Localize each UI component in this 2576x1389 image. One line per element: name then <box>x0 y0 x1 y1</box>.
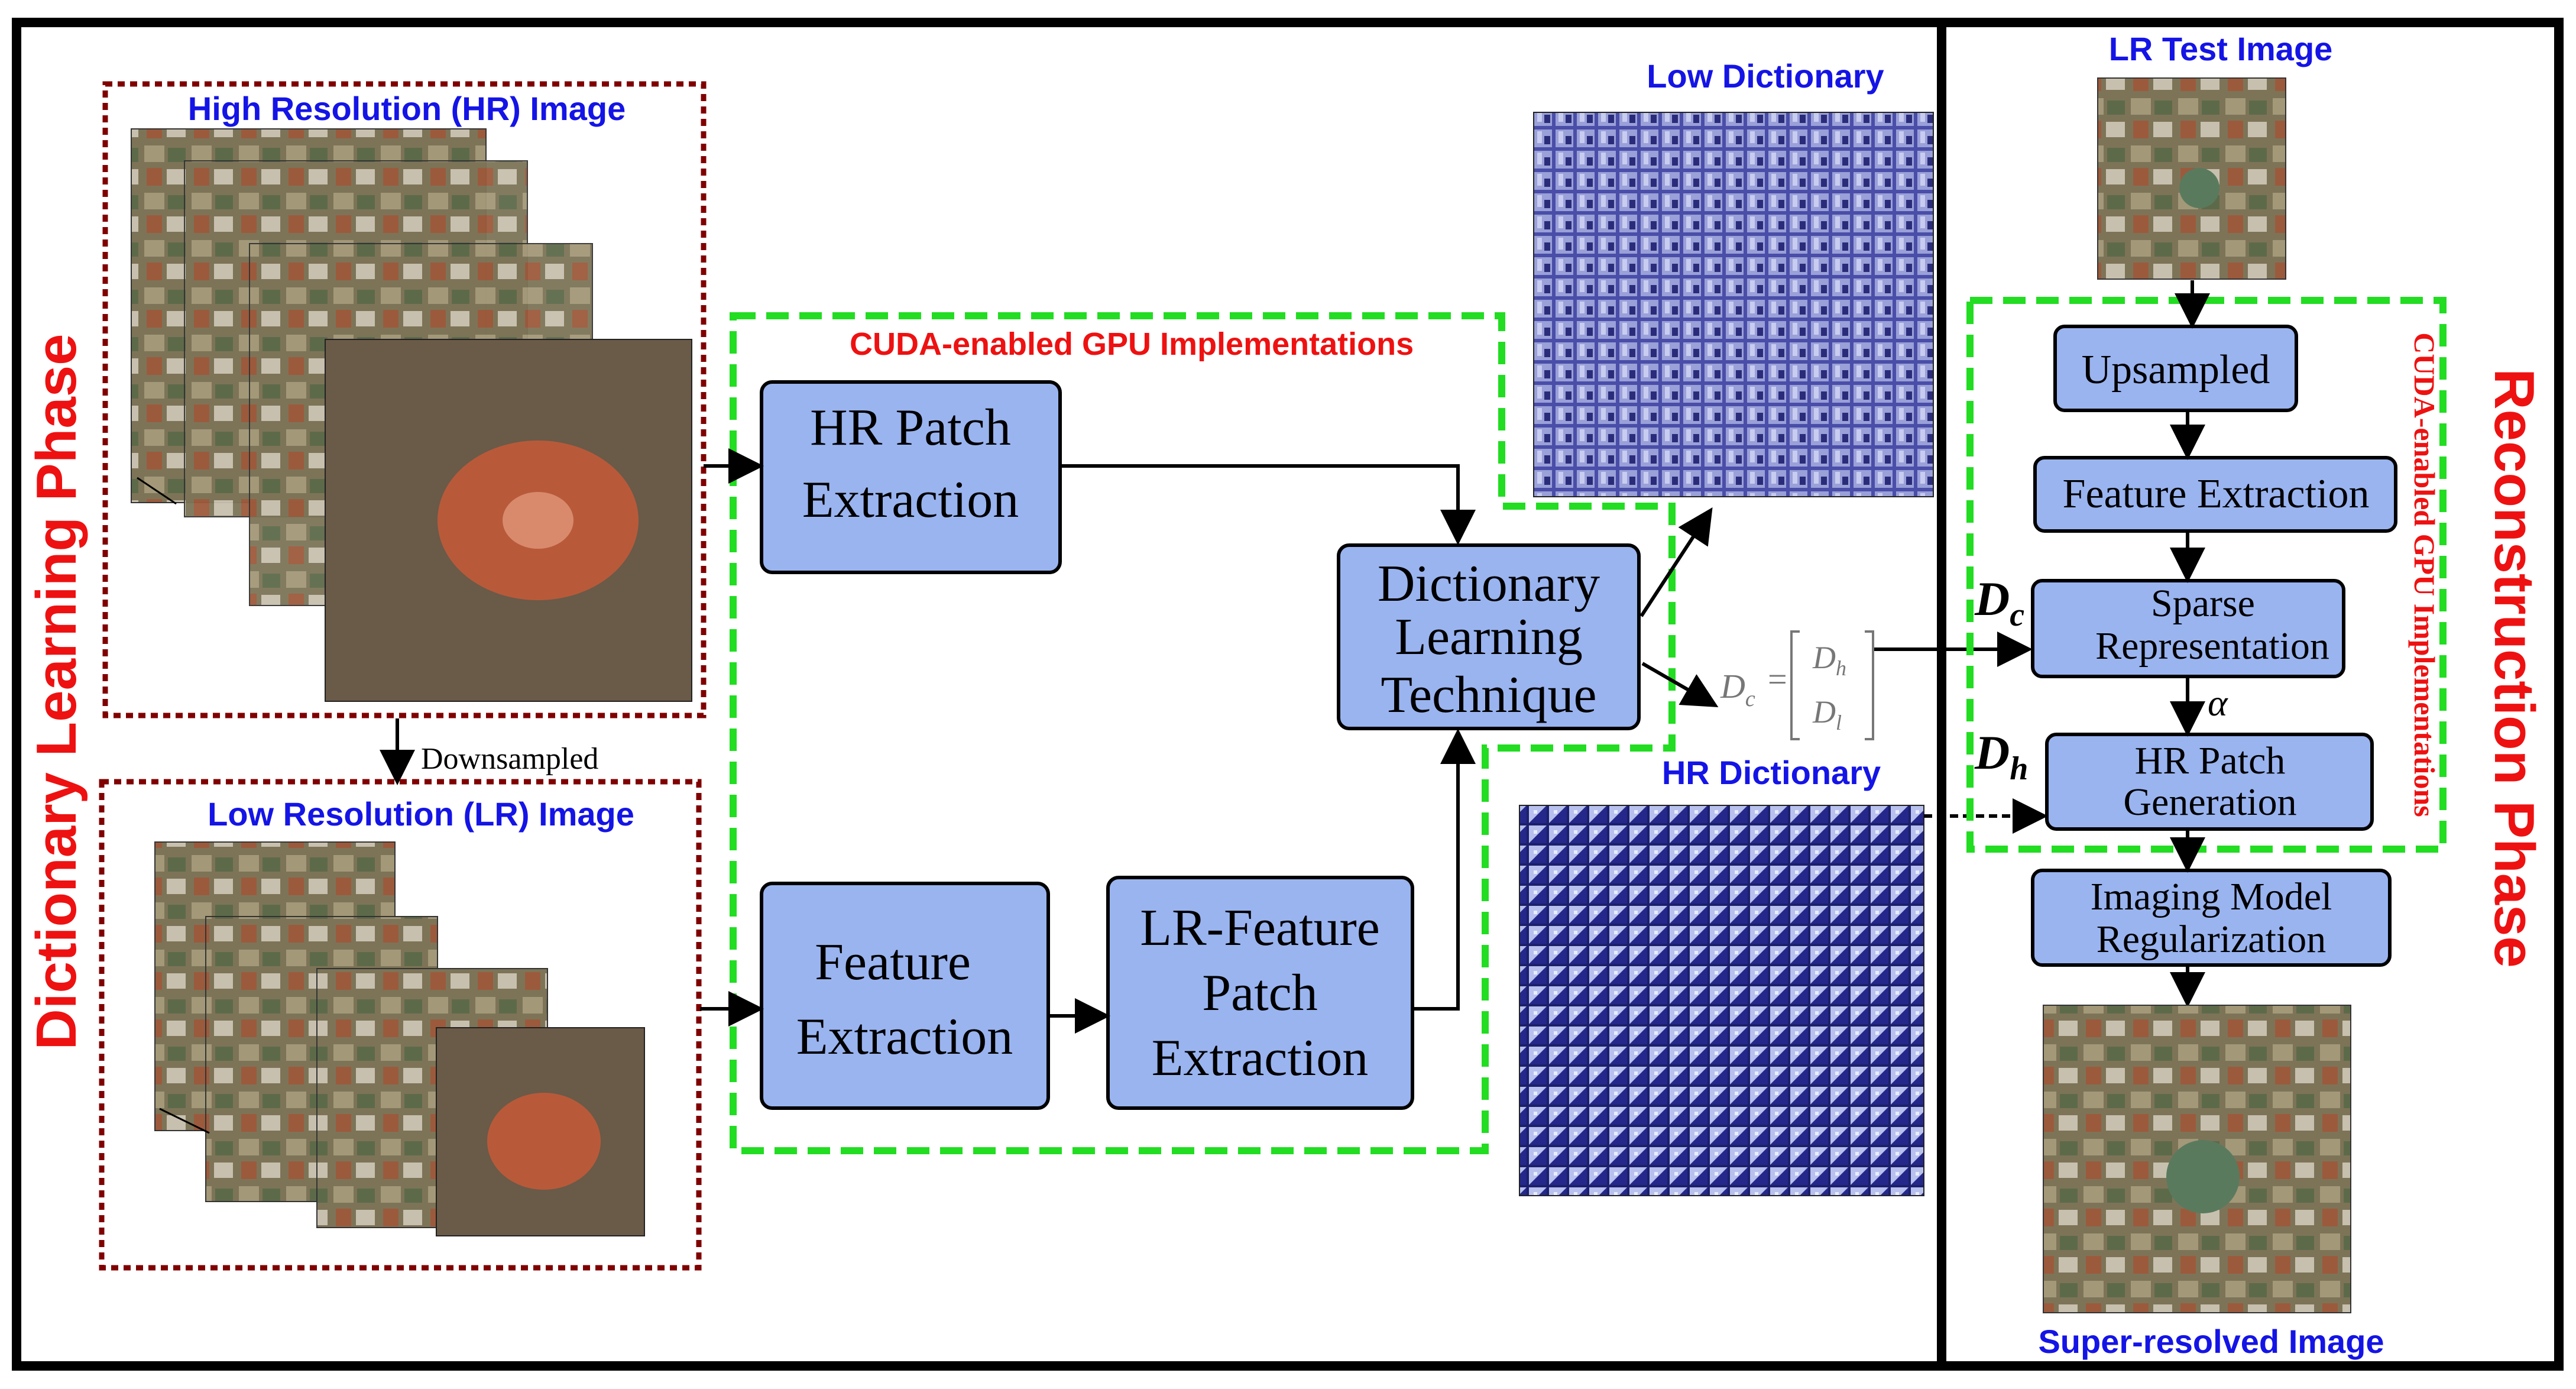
lr-image-group <box>99 779 702 1271</box>
svg-text:Dh: Dh <box>1812 640 1846 680</box>
dome-roof-center <box>503 492 573 549</box>
hr-patch-generation-box: HR Patch Generation <box>2045 733 2374 831</box>
svg-text:Dl: Dl <box>1812 694 1842 734</box>
arrow-dict-to-eq <box>1641 662 1719 707</box>
lr-image-title: Low Resolution (LR) Image <box>208 795 634 833</box>
arrow-hrpatch-to-dict <box>1061 464 1476 545</box>
lr-image-stack <box>154 841 645 1236</box>
lr-feature-line2: Patch <box>1202 964 1318 1022</box>
hr-gen-line1: HR Patch <box>2135 739 2286 782</box>
dh-label: Dh <box>1974 726 2028 787</box>
dc-label: Dc <box>1974 572 2024 633</box>
lr-feature-line1: LR-Feature <box>1140 899 1380 957</box>
super-resolved-dome <box>2166 1140 2240 1213</box>
imaging-line2: Regularization <box>2097 918 2326 961</box>
upsampled-label: Upsampled <box>2082 347 2270 393</box>
hr-image-group <box>102 81 707 718</box>
super-resolved-title: Super-resolved Image <box>2038 1323 2384 1360</box>
lr-feature-line3: Extraction <box>1152 1029 1369 1087</box>
hr-image-title: High Resolution (HR) Image <box>188 90 626 127</box>
dict-line1: Dictionary <box>1378 555 1600 613</box>
reconstruction-gpu-label: CUDA-enabled GPU Implementations <box>2408 332 2441 817</box>
learning-phase-title: Dictionary Learning Phase <box>25 334 88 1050</box>
feature-line2: Extraction <box>796 1008 1013 1066</box>
low-dictionary-image <box>1533 112 1934 497</box>
arrow-lrpatch-to-dict <box>1414 729 1476 1011</box>
dict-line2: Learning <box>1395 608 1583 666</box>
reconstruction-phase-title: Reconstruction Phase <box>2483 368 2546 968</box>
hr-dictionary-image <box>1519 805 1924 1196</box>
low-dictionary-title: Low Dictionary <box>1647 57 1884 95</box>
svg-text:=: = <box>1768 660 1787 698</box>
hr-patch-line1: HR Patch <box>810 399 1011 456</box>
feature-line1: Feature <box>815 934 971 991</box>
alpha-label: α <box>2208 682 2228 724</box>
feature-extraction-box: Feature Extraction <box>760 882 1050 1110</box>
hr-gen-line2: Generation <box>2123 781 2296 824</box>
lr-test-dome <box>2179 168 2219 208</box>
hr-image-stack <box>131 128 692 702</box>
downsampled-label: Downsampled <box>421 742 598 776</box>
feature-extraction-recon-box: Feature Extraction <box>2033 456 2397 533</box>
hr-dictionary-title: HR Dictionary <box>1662 754 1881 791</box>
sparse-line1: Sparse <box>2151 582 2255 625</box>
hr-patch-extraction-box: HR Patch Extraction <box>760 380 1062 574</box>
learning-gpu-region <box>730 312 1676 1154</box>
lr-feature-patch-box: LR-Feature Patch Extraction <box>1106 876 1414 1110</box>
learning-gpu-label: CUDA-enabled GPU Implementations <box>850 326 1414 362</box>
dictionary-equation: Dc = Dh Dl <box>1720 630 1874 740</box>
sparse-representation-box: Sparse Representation <box>2031 579 2345 678</box>
hr-patch-line2: Extraction <box>802 471 1019 529</box>
sparse-line2: Representation <box>2095 624 2329 668</box>
dome-roof <box>487 1093 601 1190</box>
dict-line3: Technique <box>1381 666 1596 724</box>
imaging-line1: Imaging Model <box>2091 875 2332 918</box>
upsampled-box: Upsampled <box>2053 325 2298 412</box>
reconstruction-frame <box>1937 18 2564 1371</box>
arrow-dict-to-low <box>1639 507 1713 617</box>
dictionary-learning-box: Dictionary Learning Technique <box>1337 543 1641 730</box>
svg-text:Dc: Dc <box>1720 667 1755 711</box>
imaging-regularization-box: Imaging Model Regularization <box>2031 869 2392 967</box>
feature-extraction-label: Feature Extraction <box>2063 471 2370 517</box>
lr-test-image-title: LR Test Image <box>2109 30 2333 67</box>
